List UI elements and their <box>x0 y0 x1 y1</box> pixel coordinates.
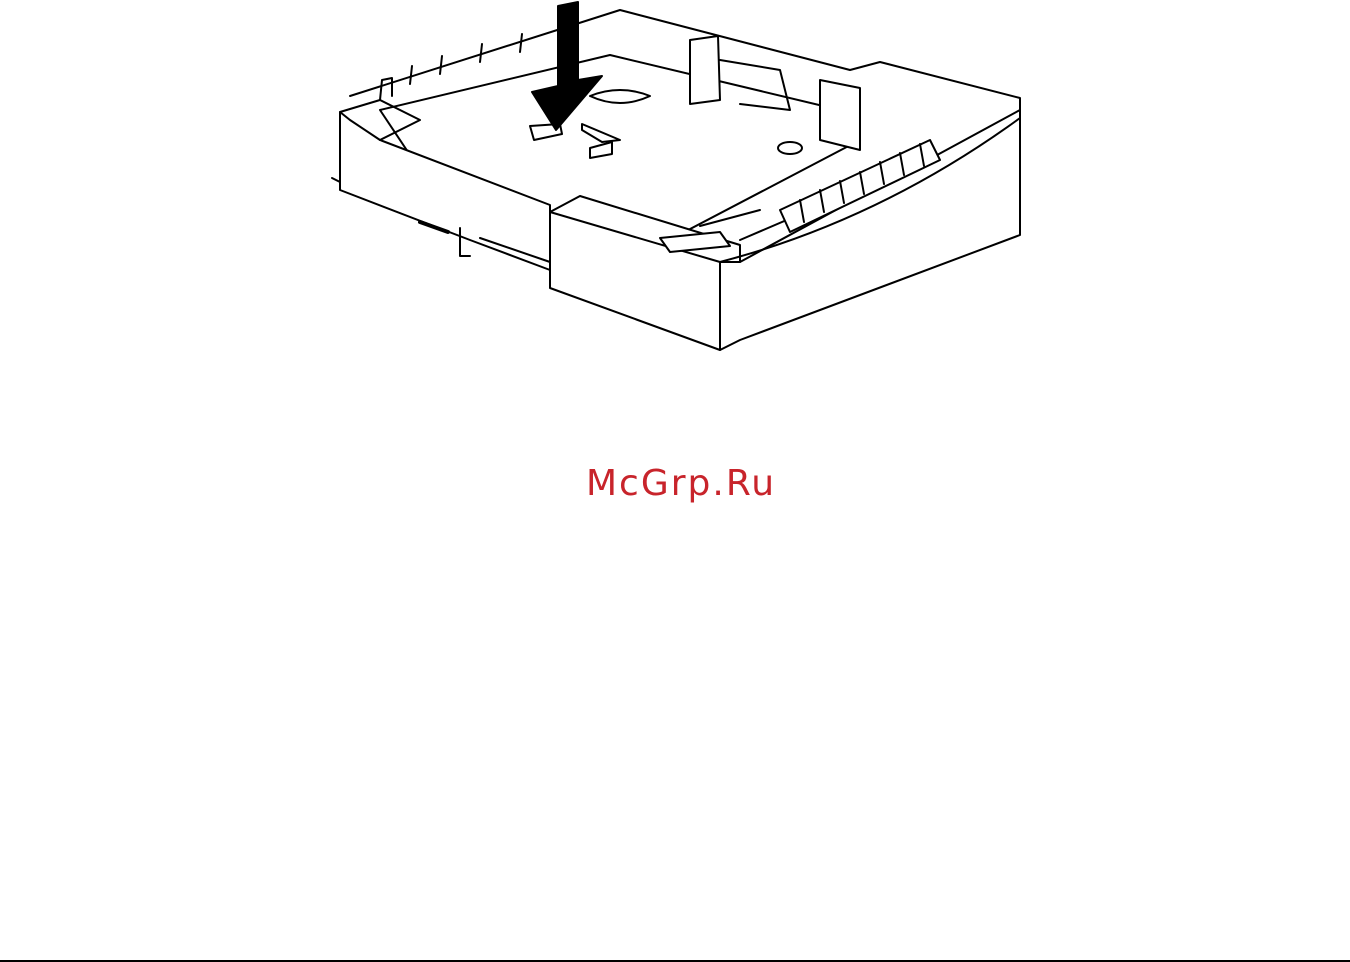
paper-tray-illustration <box>320 0 1040 360</box>
paper-tray-drawing <box>320 0 1040 360</box>
watermark-text: McGrp.Ru <box>0 458 1350 510</box>
